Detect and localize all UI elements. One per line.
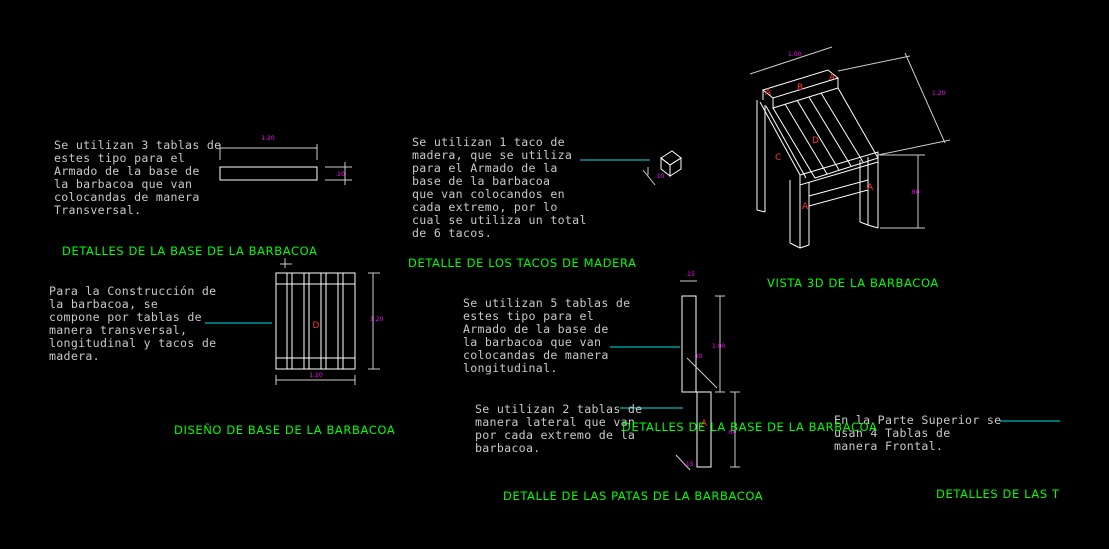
pata-elevation — [675, 280, 740, 471]
plan-label-d: D — [313, 321, 320, 331]
note-longitudinal: Se utilizan 5 tablas de estes tipo para … — [463, 296, 631, 375]
dim-pata-height: 1.00 — [712, 343, 726, 350]
title-base2: DETALLES DE LA BASE DE LA BARBACOA — [622, 420, 878, 434]
note-construccion: Para la Construcción de la barbacoa, se … — [49, 284, 217, 363]
dim-iso-height: .60 — [910, 189, 920, 196]
dim-plan-width: 1.20 — [309, 372, 323, 379]
dim-pata-side: .60 — [727, 429, 737, 436]
dim-pata-small: .15 — [684, 461, 694, 468]
iso-label-a2: A — [829, 73, 836, 83]
iso-3d-view — [749, 46, 951, 249]
dim-plan-height: 1.20 — [370, 316, 384, 323]
dim-taco: .10 — [655, 173, 665, 180]
note-frontal: En la Parte Superior se usan 4 Tablas de… — [834, 413, 1002, 453]
iso-label-a1: A — [765, 88, 772, 98]
dim-pata-width: .15 — [685, 271, 695, 278]
title-vista3d: VISTA 3D DE LA BARBACOA — [767, 276, 939, 290]
iso-label-b: B — [797, 83, 803, 93]
note-tacos: Se utilizan 1 taco de madera, que se uti… — [412, 135, 587, 240]
title-base: DETALLES DE LA BASE DE LA BARBACOA — [62, 244, 318, 258]
title-tacos: DETALLE DE LOS TACOS DE MADERA — [408, 256, 637, 270]
note-base-transversal: Se utilizan 3 tablas de estes tipo para … — [54, 138, 222, 217]
dim-board-length: 1.20 — [261, 135, 275, 142]
note-lateral: Se utilizan 2 tablas de manera lateral q… — [475, 402, 643, 455]
dim-board-height: .10 — [335, 171, 345, 178]
title-tablas-cut: DETALLES DE LAS T — [936, 487, 1060, 501]
title-diseno: DISEÑO DE BASE DE LA BARBACOA — [174, 423, 396, 437]
base-plan-view — [275, 258, 380, 385]
dim-iso-top: 1.00 — [788, 51, 802, 58]
title-patas: DETALLE DE LAS PATAS DE LA BARBACOA — [503, 489, 764, 503]
iso-label-c: C — [775, 153, 781, 163]
board-elevation — [219, 144, 352, 185]
dim-iso-diag: 1.20 — [932, 90, 946, 97]
taco-cube — [642, 150, 682, 186]
iso-label-d: D — [812, 136, 819, 146]
iso-label-a3: A — [867, 183, 874, 193]
iso-label-a4: A — [802, 202, 809, 212]
dim-pata-depth: .10 — [693, 353, 703, 360]
pata-label-a: A — [701, 419, 708, 429]
